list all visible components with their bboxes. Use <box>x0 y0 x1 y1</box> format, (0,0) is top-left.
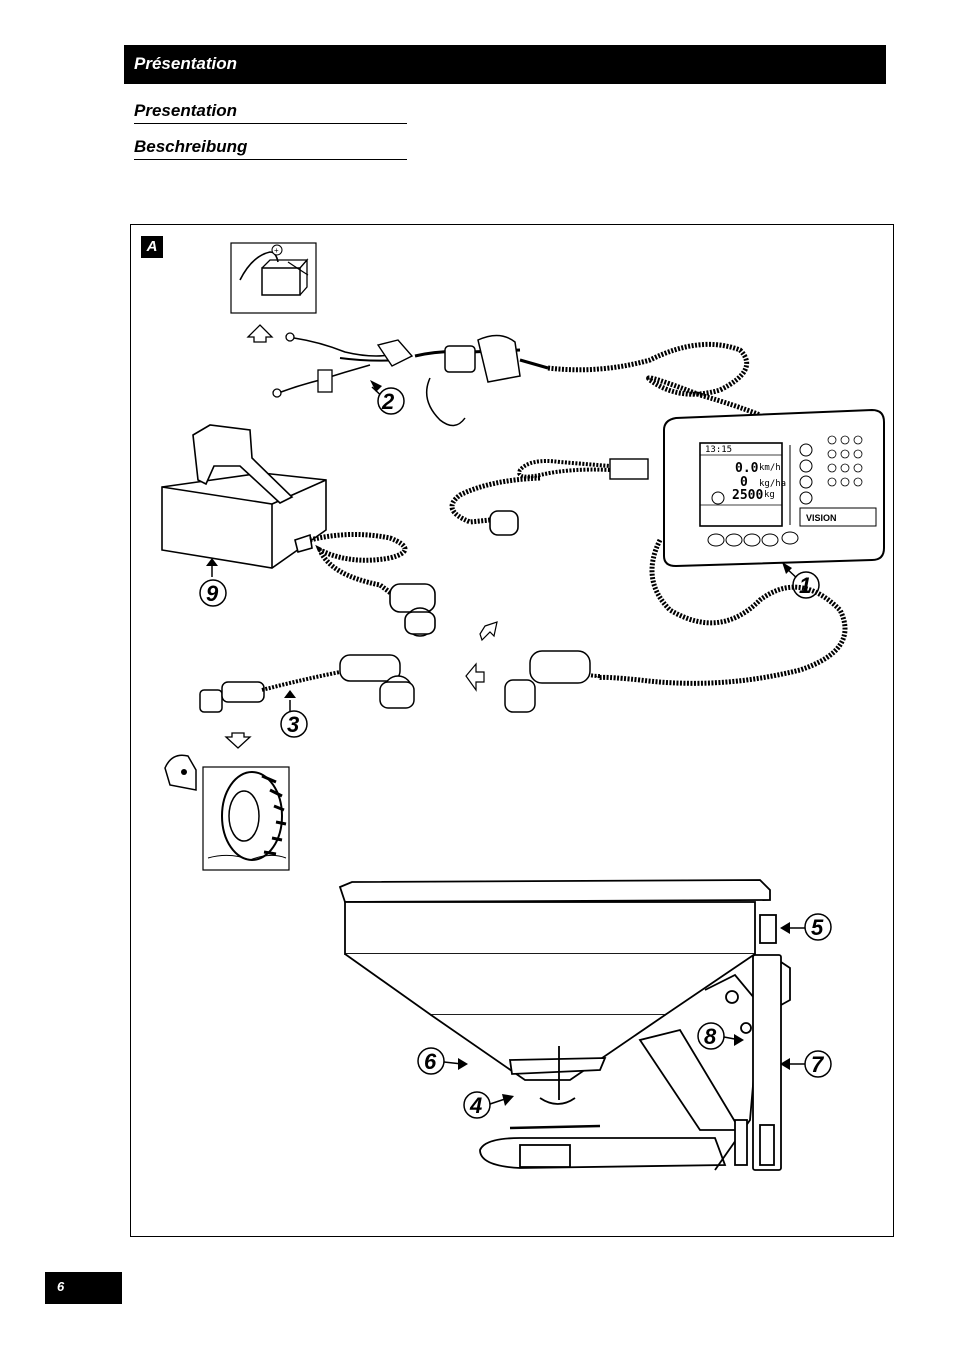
vision-console: 13:15 0.0 km/h 0 kg/ha 2500 kg VISION <box>663 408 885 568</box>
svg-text:+: + <box>274 246 279 255</box>
section-title: Présentation <box>134 54 237 73</box>
callout-7: 7 <box>811 1052 825 1077</box>
page-number: 6 <box>45 1272 122 1304</box>
callout-9: 9 <box>206 581 219 606</box>
console-rate-unit: kg/ha <box>759 479 786 489</box>
arrow-down-icon <box>224 732 252 749</box>
figure-label: A <box>141 236 163 258</box>
sensor-cable <box>449 458 848 686</box>
spreader-hopper <box>338 879 791 1171</box>
callout-4: 4 <box>469 1093 482 1118</box>
speed-sensor-cable <box>199 650 601 713</box>
power-harness <box>272 332 761 427</box>
console-weight: 2500 <box>732 488 763 503</box>
callout-8: 8 <box>704 1024 717 1049</box>
sensor-magnet-icon <box>164 754 197 791</box>
callout-1: 1 <box>799 573 811 598</box>
console-speed-unit: km/h <box>759 463 781 473</box>
callout-2: 2 <box>381 389 395 414</box>
subtitle-english: Presentation <box>134 101 407 124</box>
battery-icon: + <box>230 242 317 314</box>
tractor-wheel-icon <box>202 766 290 871</box>
callout-6: 6 <box>424 1049 437 1074</box>
arrow-left-icon <box>465 662 485 692</box>
callout-5: 5 <box>811 915 824 940</box>
console-brand: VISION <box>806 513 837 523</box>
arrow-diag-icon <box>479 621 498 642</box>
console-time: 13:15 <box>705 445 732 455</box>
arrow-up-icon <box>246 324 274 343</box>
callout-3: 3 <box>287 712 299 737</box>
section-header: Présentation <box>124 45 886 84</box>
console-speed: 0.0 <box>735 461 759 476</box>
subtitle-german: Beschreibung <box>134 137 407 160</box>
junction-box <box>161 424 436 637</box>
console-rate: 0 <box>740 475 748 490</box>
figure-frame <box>130 224 894 1237</box>
console-weight-unit: kg <box>764 490 775 500</box>
